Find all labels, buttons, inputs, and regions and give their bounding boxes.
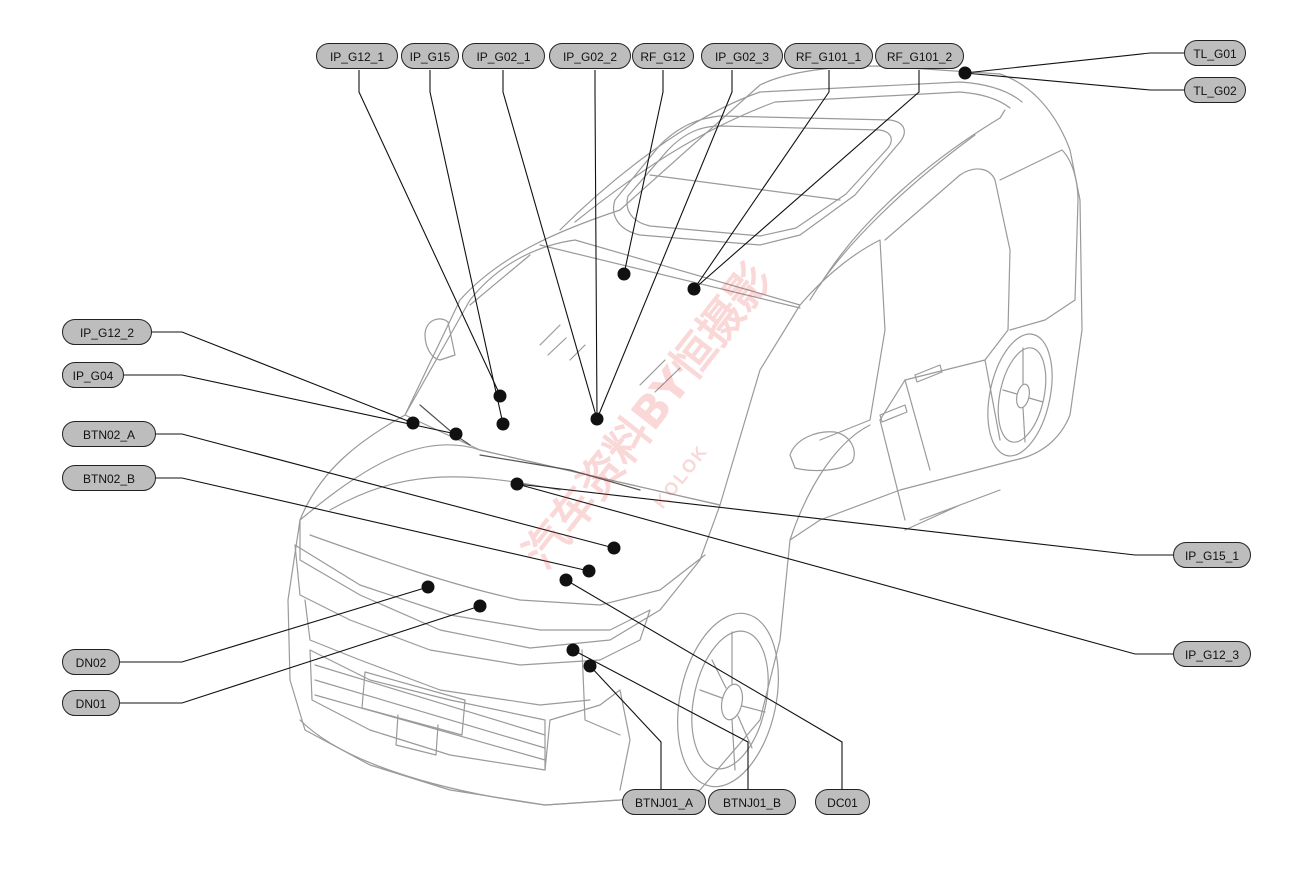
leader-line-btnj01_a xyxy=(589,665,662,789)
leader-line-ip_g15 xyxy=(429,70,504,425)
label-btnj01-b[interactable]: BTNJ01_B xyxy=(708,789,796,815)
label-tl-g02[interactable]: TL_G02 xyxy=(1184,77,1246,103)
ground-point-marker[interactable] xyxy=(473,599,487,613)
rear-wheel xyxy=(987,333,1053,457)
label-btnj01-a[interactable]: BTNJ01_A xyxy=(622,789,706,815)
ground-point-marker[interactable] xyxy=(582,564,596,578)
leader-line-tl_g02 xyxy=(964,72,1184,91)
ground-point-marker[interactable] xyxy=(617,267,631,281)
label-ip-g04[interactable]: IP_G04 xyxy=(62,362,124,388)
leader-line-ip_g02_1 xyxy=(502,70,598,420)
ground-point-marker[interactable] xyxy=(496,417,510,431)
leader-line-dc01 xyxy=(565,579,843,789)
leader-line-ip_g12_2 xyxy=(152,331,414,424)
label-dc01[interactable]: DC01 xyxy=(815,789,870,815)
label-ip-g02-3[interactable]: IP_G02_3 xyxy=(701,43,783,69)
label-ip-g02-1[interactable]: IP_G02_1 xyxy=(462,43,545,69)
leader-line-ip_g12_1 xyxy=(358,70,501,396)
label-dn02[interactable]: DN02 xyxy=(62,649,120,675)
leader-line-dn01 xyxy=(120,605,481,704)
leader-line-dn02 xyxy=(120,586,429,663)
label-tl-g01[interactable]: TL_G01 xyxy=(1184,40,1246,66)
leader-line-rf_g12 xyxy=(623,70,664,275)
leader-line-ip_g04 xyxy=(124,374,457,435)
leader-line-ip_g15_1 xyxy=(516,483,1173,556)
label-dn01[interactable]: DN01 xyxy=(62,690,120,716)
leader-line-ip_g02_2 xyxy=(594,70,598,420)
label-ip-g15-1[interactable]: IP_G15_1 xyxy=(1173,542,1251,568)
label-rf-g101-2[interactable]: RF_G101_2 xyxy=(875,43,964,69)
ground-point-marker[interactable] xyxy=(421,580,435,594)
label-rf-g101-1[interactable]: RF_G101_1 xyxy=(784,43,873,69)
label-rf-g12[interactable]: RF_G12 xyxy=(632,43,694,69)
right-mirror xyxy=(789,431,855,472)
license-plate xyxy=(361,671,466,736)
right-wiper xyxy=(479,454,641,491)
leader-line-btn02_a xyxy=(156,433,615,549)
leader-line-btn02_b xyxy=(156,477,590,572)
leader-line-btnj01_b xyxy=(572,649,749,789)
leader-line-rf_g101_1 xyxy=(693,70,830,290)
leader-line-tl_g01 xyxy=(964,52,1184,74)
front-light-bar xyxy=(294,544,651,666)
label-ip-g12-1[interactable]: IP_G12_1 xyxy=(316,43,398,69)
ground-point-marker[interactable] xyxy=(449,427,463,441)
leader-line-ip_g12_3 xyxy=(516,483,1173,655)
ground-point-marker[interactable] xyxy=(566,643,580,657)
ground-point-marker[interactable] xyxy=(607,541,621,555)
label-ip-g15[interactable]: IP_G15 xyxy=(401,43,459,69)
front-wheel xyxy=(677,612,779,788)
leader-line-rf_g101_2 xyxy=(693,70,920,290)
ground-point-marker[interactable] xyxy=(559,573,573,587)
leader-line-ip_g02_3 xyxy=(596,70,733,420)
left-mirror xyxy=(424,318,456,361)
ground-point-marker[interactable] xyxy=(583,659,597,673)
label-btn02-a[interactable]: BTN02_A xyxy=(62,421,156,447)
sunroof xyxy=(613,115,905,246)
ground-point-marker[interactable] xyxy=(406,416,420,430)
hood xyxy=(299,444,721,649)
ground-point-marker[interactable] xyxy=(493,389,507,403)
label-ip-g12-2[interactable]: IP_G12_2 xyxy=(62,319,152,345)
label-ip-g02-2[interactable]: IP_G02_2 xyxy=(549,43,631,69)
label-btn02-b[interactable]: BTN02_B xyxy=(62,465,156,491)
windshield xyxy=(404,239,801,506)
label-ip-g12-3[interactable]: IP_G12_3 xyxy=(1173,641,1251,667)
